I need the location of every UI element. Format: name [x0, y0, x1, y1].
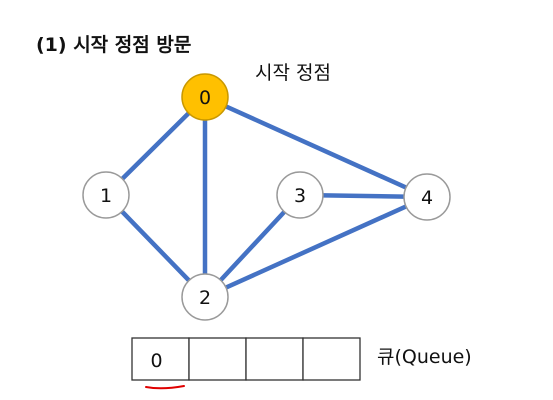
edge-0-4 — [202, 94, 430, 200]
queue: 0 — [131, 337, 361, 390]
queue-label: 큐(Queue) — [377, 346, 472, 368]
diagram-title: (1) 시작 정점 방문 — [36, 34, 191, 56]
vertex-label: 3 — [294, 185, 306, 207]
queue-front-underline — [145, 385, 185, 390]
vertex-1: 1 — [82, 171, 130, 219]
vertex-circle — [403, 173, 451, 221]
queue-cell-value: 0 — [150, 350, 162, 372]
queue-cell — [188, 337, 247, 381]
queue-cell — [302, 337, 361, 381]
vertices: 0 1 2 3 4 — [82, 73, 451, 321]
start-vertex-label: 시작 정점 — [255, 62, 331, 84]
vertex-circle — [181, 273, 229, 321]
edge-2-4 — [202, 194, 430, 300]
vertex-2: 2 — [181, 273, 229, 321]
vertex-circle — [276, 171, 324, 219]
vertex-3: 3 — [276, 171, 324, 219]
vertex-circle — [82, 171, 130, 219]
edges — [103, 94, 430, 300]
vertex-label: 0 — [199, 87, 211, 109]
vertex-0: 0 — [181, 73, 229, 121]
vertex-label: 2 — [199, 287, 211, 309]
queue-cell — [131, 337, 190, 381]
vertex-4: 4 — [403, 173, 451, 221]
queue-cell — [245, 337, 304, 381]
vertex-label: 4 — [421, 187, 433, 209]
vertex-label: 1 — [100, 185, 112, 207]
vertex-circle — [181, 73, 229, 121]
